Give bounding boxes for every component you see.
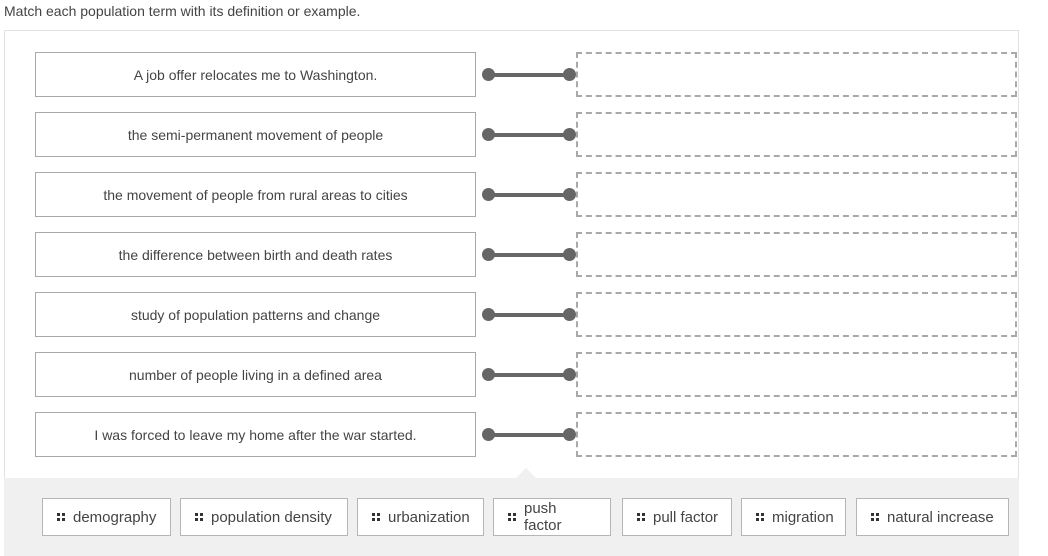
option-chip-urbanization[interactable]: urbanization	[357, 498, 484, 536]
drag-handle-icon	[871, 513, 879, 521]
drag-handle-icon	[637, 513, 645, 521]
option-label: natural increase	[887, 508, 994, 526]
option-label: migration	[772, 508, 834, 526]
option-chip-population-density[interactable]: population density	[180, 498, 348, 536]
match-row: the movement of people from rural areas …	[5, 172, 1018, 218]
prompt-box: the semi-permanent movement of people	[35, 112, 476, 157]
drop-zone[interactable]	[576, 112, 1017, 157]
option-label: demography	[73, 508, 157, 526]
drop-zone[interactable]	[576, 52, 1017, 97]
match-row: number of people living in a defined are…	[5, 352, 1018, 398]
match-row: A job offer relocates me to Washington.	[5, 52, 1018, 98]
prompt-box: the movement of people from rural areas …	[35, 172, 476, 217]
tray-pointer	[516, 468, 536, 478]
instruction-text: Match each population term with its defi…	[4, 3, 361, 19]
match-row: the semi-permanent movement of people	[5, 112, 1018, 158]
drop-zone[interactable]	[576, 412, 1017, 457]
option-chip-natural-increase[interactable]: natural increase	[856, 498, 1009, 536]
match-row: I was forced to leave my home after the …	[5, 412, 1018, 458]
option-chip-push-factor[interactable]: push factor	[493, 498, 611, 536]
option-label: push factor	[524, 500, 562, 534]
option-label: urbanization	[388, 508, 470, 526]
drop-zone[interactable]	[576, 232, 1017, 277]
answer-tray: demography population density urbanizati…	[4, 468, 1019, 556]
drop-zone[interactable]	[576, 292, 1017, 337]
connector-icon	[482, 68, 577, 82]
connector-icon	[482, 368, 577, 382]
option-chip-migration[interactable]: migration	[741, 498, 846, 536]
connector-icon	[482, 188, 577, 202]
drag-handle-icon	[508, 513, 516, 521]
prompt-box: the difference between birth and death r…	[35, 232, 476, 277]
prompt-box: I was forced to leave my home after the …	[35, 412, 476, 457]
drag-handle-icon	[195, 513, 203, 521]
match-row: study of population patterns and change	[5, 292, 1018, 338]
prompt-box: number of people living in a defined are…	[35, 352, 476, 397]
connector-icon	[482, 308, 577, 322]
drag-handle-icon	[756, 513, 764, 521]
option-chip-demography[interactable]: demography	[42, 498, 171, 536]
connector-icon	[482, 248, 577, 262]
option-label: pull factor	[653, 508, 719, 526]
prompt-box: A job offer relocates me to Washington.	[35, 52, 476, 97]
drop-zone[interactable]	[576, 172, 1017, 217]
drop-zone[interactable]	[576, 352, 1017, 397]
option-label: population density	[211, 508, 332, 526]
drag-handle-icon	[57, 513, 65, 521]
connector-icon	[482, 428, 577, 442]
matching-panel: A job offer relocates me to Washington. …	[4, 30, 1019, 478]
option-chip-pull-factor[interactable]: pull factor	[622, 498, 732, 536]
prompt-box: study of population patterns and change	[35, 292, 476, 337]
connector-icon	[482, 128, 577, 142]
match-row: the difference between birth and death r…	[5, 232, 1018, 278]
drag-handle-icon	[372, 513, 380, 521]
